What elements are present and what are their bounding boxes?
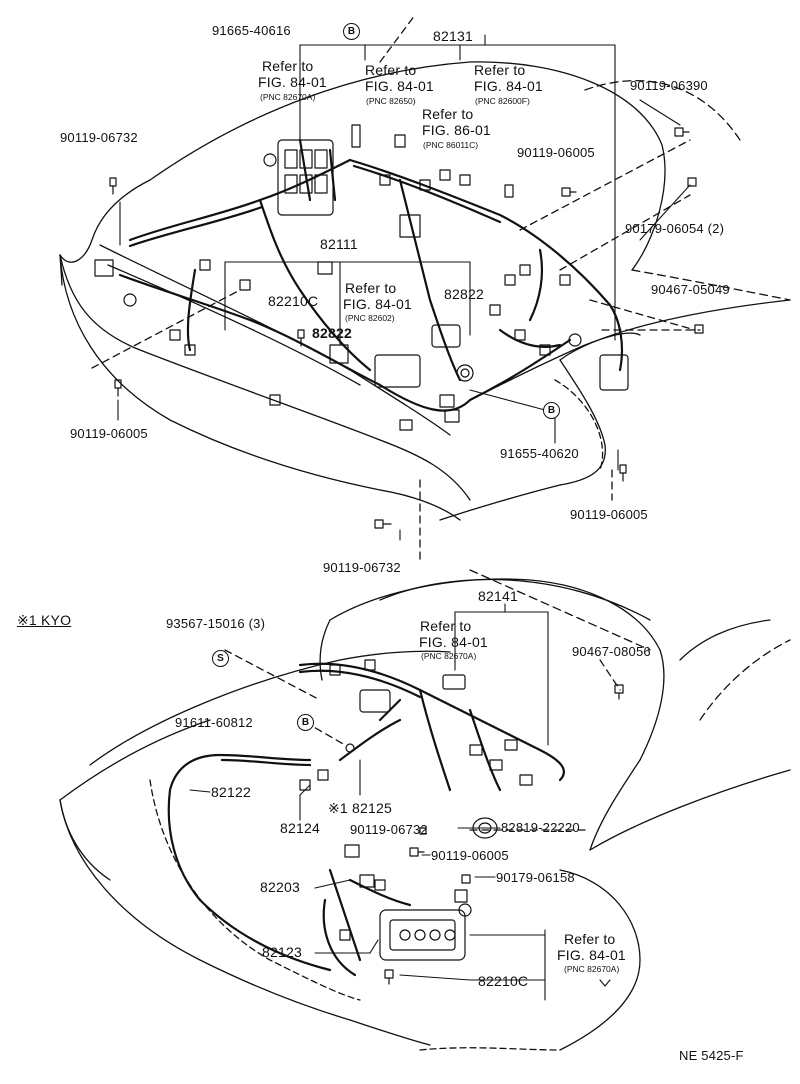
refer-6-pnc: (PNC 82670A) <box>421 651 477 661</box>
refer-5-line-2: FIG. 84-01 <box>343 296 412 312</box>
part-90119-06005-right: 90119-06005 <box>570 507 648 522</box>
part-90467-05049: 90467-05049 <box>651 282 730 297</box>
bottom-body-outline <box>59 569 791 1051</box>
part-90119-06732-rear: 90119-06732 <box>350 822 428 837</box>
part-90179-06158: 90179-06158 <box>496 870 575 885</box>
part-90119-06390: 90119-06390 <box>630 78 708 93</box>
refer-2-line-2: FIG. 84-01 <box>365 78 434 94</box>
part-90119-06005-top: 90119-06005 <box>517 145 595 160</box>
bottom-harness <box>167 662 565 977</box>
kyo-variant-label: ※1 KYO <box>17 612 72 628</box>
part-90467-08056: 90467-08056 <box>572 644 651 659</box>
refer-1-pnc: (PNC 82670A) <box>260 92 316 102</box>
part-82111: 82111 <box>320 236 358 252</box>
part-82819-22220: 82819-22220 <box>501 820 580 835</box>
part-93567-15016: 93567-15016 (3) <box>166 616 266 631</box>
refer-4-line-1: Refer to <box>422 106 474 122</box>
part-90119-06005-rear: 90119-06005 <box>431 848 509 863</box>
part-82822-right: 82822 <box>444 286 484 302</box>
refer-6-line-2: FIG. 84-01 <box>419 634 488 650</box>
refer-3-pnc: (PNC 82600F) <box>475 96 530 106</box>
refer-5-pnc: (PNC 82602) <box>345 313 395 323</box>
circle-s-marker: S <box>212 650 229 667</box>
part-91655-40620: 91655-40620 <box>500 446 579 461</box>
top-leaders <box>117 34 691 541</box>
refer-3-line-2: FIG. 84-01 <box>474 78 543 94</box>
part-82141: 82141 <box>478 588 518 604</box>
part-82203: 82203 <box>260 879 300 895</box>
part-82123: 82123 <box>262 944 302 960</box>
part-90119-06005-left: 90119-06005 <box>70 426 148 441</box>
bottom-leaders <box>189 603 611 1001</box>
figure-code: NE 5425-F <box>679 1048 744 1063</box>
part-82822-left: 82822 <box>312 325 352 341</box>
refer-2-pnc: (PNC 82650) <box>366 96 416 106</box>
refer-4-line-2: FIG. 86-01 <box>422 122 491 138</box>
refer-7-line-1: Refer to <box>564 931 616 947</box>
part-82124: 82124 <box>280 820 320 836</box>
circle-b-marker-3: B <box>297 714 314 731</box>
refer-4-pnc: (PNC 86011C) <box>423 140 479 150</box>
refer-6-line-1: Refer to <box>420 618 472 634</box>
refer-3-line-1: Refer to <box>474 62 526 78</box>
part-82125: ※1 82125 <box>328 800 392 816</box>
circle-b-marker-2: B <box>543 402 560 419</box>
part-91611-60812: 91611-60812 <box>175 715 253 730</box>
part-82131: 82131 <box>433 28 473 44</box>
refer-7-pnc: (PNC 82670A) <box>564 964 620 974</box>
part-90179-06054: 90179-06054 (2) <box>625 221 725 236</box>
top-harness <box>118 138 624 412</box>
circle-b-marker-1: B <box>343 23 360 40</box>
refer-5-line-1: Refer to <box>345 280 397 296</box>
refer-7-line-2: FIG. 84-01 <box>557 947 626 963</box>
refer-1-line-2: FIG. 84-01 <box>258 74 327 90</box>
top-components <box>94 124 704 529</box>
part-82210c-rear: 82210C <box>478 973 529 989</box>
part-82122: 82122 <box>211 784 251 800</box>
part-90119-06732-left: 90119-06732 <box>60 130 138 145</box>
refer-2-line-1: Refer to <box>365 62 417 78</box>
part-90119-06732-bottom: 90119-06732 <box>323 560 401 575</box>
refer-1-line-1: Refer to <box>262 58 314 74</box>
part-82210c-top: 82210C <box>268 293 319 309</box>
part-91665-40616: 91665-40616 <box>212 23 291 38</box>
